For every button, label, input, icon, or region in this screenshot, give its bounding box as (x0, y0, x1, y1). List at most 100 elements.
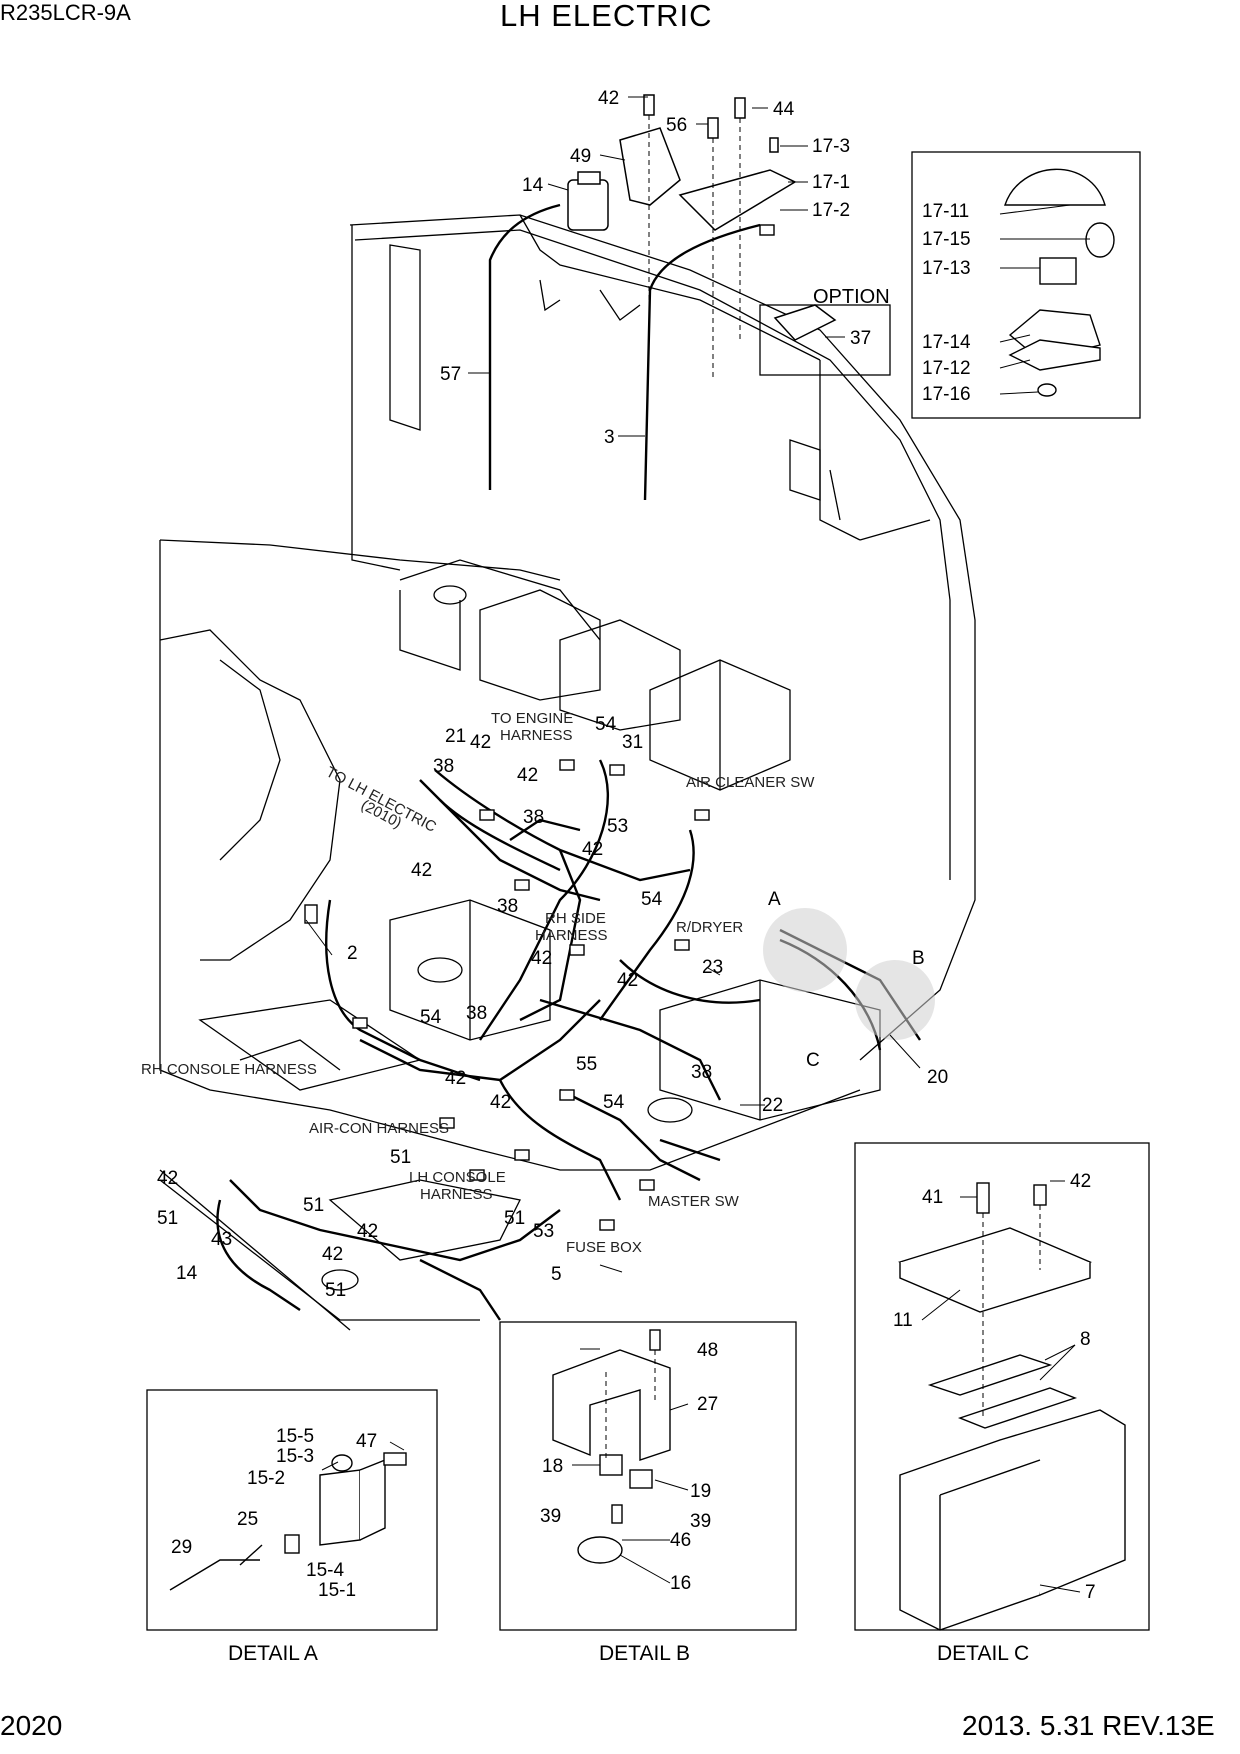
part-label: 16 (670, 1573, 691, 1594)
part-label: 51 (325, 1280, 346, 1301)
part-label: 14 (176, 1263, 198, 1284)
detail-a-title: DETAIL A (228, 1642, 318, 1665)
part-label: 53 (533, 1221, 554, 1242)
part-label: 42 (582, 839, 603, 860)
to-engine-harness-label-2: HARNESS (500, 727, 573, 744)
detail-a-box (146, 1389, 438, 1631)
part-label: 17-13 (922, 258, 971, 279)
part-label: 18 (542, 1456, 563, 1477)
detail-a-labels: 47 15-5 15-3 15-2 25 29 15-4 15-1 (171, 1426, 377, 1601)
part-label: 54 (603, 1092, 625, 1113)
page-number: 2020 (0, 1710, 63, 1741)
detail-marker-c: C (806, 1050, 820, 1071)
part-label: 17-12 (922, 358, 971, 379)
part-label: 51 (390, 1147, 411, 1168)
part-label: 37 (850, 328, 871, 349)
part-label: 42 (598, 88, 619, 109)
part-label: 56 (666, 115, 687, 136)
part-label: 49 (570, 146, 591, 167)
leader-lines (305, 96, 1090, 1593)
detail-c-dashes (982, 1205, 1041, 1420)
part-label: 54 (420, 1007, 442, 1028)
part-label: 15-4 (306, 1560, 344, 1581)
part-label: 7 (1085, 1582, 1096, 1603)
part-label: 38 (466, 1003, 487, 1024)
part-label: 38 (433, 756, 454, 777)
part-label: 19 (690, 1481, 711, 1502)
part-label: 38 (691, 1062, 712, 1083)
model-code: R235LCR-9A (0, 0, 131, 25)
part-label: 15-2 (247, 1468, 285, 1489)
part-label: 38 (497, 896, 518, 917)
part-label: 17-1 (812, 172, 850, 193)
part-label: 42 (517, 765, 538, 786)
part-label: 42 (490, 1092, 511, 1113)
air-cleaner-sw-label: AIR CLEANER SW (686, 774, 815, 791)
part-label: 39 (540, 1506, 561, 1527)
part-label: 17-14 (922, 332, 971, 353)
detail-b-labels: 48 27 18 19 39 39 46 16 (540, 1340, 718, 1594)
part-label: 55 (576, 1054, 597, 1075)
part-label: 11 (893, 1310, 913, 1331)
part-label: 15-3 (276, 1446, 314, 1467)
rh-side-harness-label-2: HARNESS (535, 927, 608, 944)
detail-markers: A B C (768, 889, 925, 1071)
detail-titles: DETAIL A DETAIL B DETAIL C (228, 1642, 1029, 1665)
part-label: 42 (470, 732, 491, 753)
lh-console-harness-label-2: HARNESS (420, 1186, 493, 1203)
part-label: 15-5 (276, 1426, 314, 1447)
boxes (146, 151, 1150, 1631)
r-dryer-label: R/DRYER (676, 919, 743, 936)
detail-b-dashes (605, 1350, 656, 1460)
part-label: 15-1 (318, 1580, 356, 1601)
detail-highlights (763, 908, 935, 1040)
part-label: 51 (504, 1208, 525, 1229)
detail-b-box (499, 1321, 797, 1631)
part-label: 57 (440, 364, 461, 385)
part-label: 21 (445, 726, 466, 747)
detail-c-drawing (897, 1182, 1126, 1631)
part-label: 44 (773, 99, 795, 120)
part-label: 38 (523, 807, 544, 828)
part-label: 42 (1070, 1171, 1091, 1192)
part-label: 48 (697, 1340, 718, 1361)
part-label: 42 (322, 1244, 343, 1265)
main-part-labels: 42 56 44 17-3 49 17-1 14 17-2 OPTION 37 … (157, 88, 948, 1301)
part-label: 51 (303, 1195, 324, 1216)
part-label: 51 (157, 1208, 178, 1229)
part-label: 42 (357, 1221, 378, 1242)
part-label: 17-11 (922, 201, 969, 222)
part-label: 31 (622, 732, 643, 753)
part-label: 17-15 (922, 229, 971, 250)
part-label: 41 (922, 1187, 943, 1208)
page-title: LH ELECTRIC (500, 0, 713, 33)
part-label: 42 (411, 860, 432, 881)
fuse-box-label: FUSE BOX (566, 1239, 642, 1256)
rh-console-harness-label: RH CONSOLE HARNESS (141, 1061, 317, 1078)
machine-frame (159, 214, 976, 1331)
lh-console-harness-label-1: LH CONSOLE (409, 1169, 506, 1186)
detail-marker-b: B (912, 948, 925, 969)
to-lh-electric-label-1: TO LH ELECTRIC (323, 764, 439, 836)
air-con-harness-label: AIR-CON HARNESS (309, 1120, 449, 1137)
detail-b-drawing (552, 1329, 671, 1564)
part-label: 22 (762, 1095, 783, 1116)
part-label: 20 (927, 1067, 948, 1088)
part-label: 42 (617, 970, 638, 991)
top-components (567, 94, 837, 341)
part-label: 42 (445, 1068, 466, 1089)
rh-side-harness-label-1: RH SIDE (545, 910, 606, 927)
revision-stamp: 2013. 5.31 REV.13E (962, 1710, 1215, 1741)
part-label: 46 (670, 1530, 691, 1551)
harness-connectors (304, 224, 775, 1231)
option-label: OPTION (813, 286, 890, 308)
part-label: 54 (595, 714, 617, 735)
detail-a-drawing (169, 1452, 407, 1591)
part-label: 14 (522, 175, 544, 196)
part-label: 42 (157, 1168, 178, 1189)
part-label: 5 (551, 1264, 562, 1285)
part-label: 23 (702, 957, 723, 978)
part-label: 39 (690, 1511, 711, 1532)
detail-marker-a: A (768, 889, 781, 910)
part-label: 17-16 (922, 384, 971, 405)
